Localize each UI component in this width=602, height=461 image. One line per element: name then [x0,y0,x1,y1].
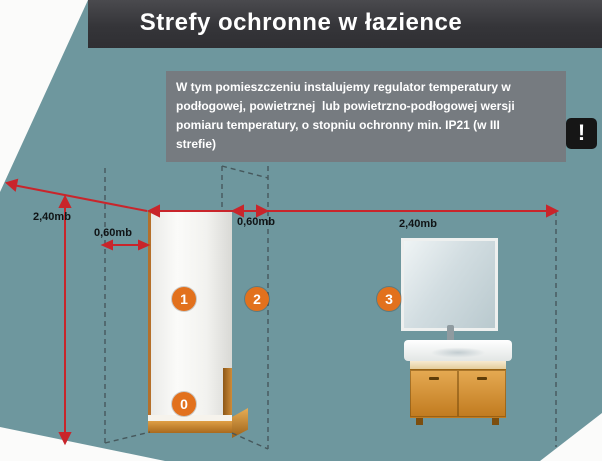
zone2-right-width-label: 0,60mb [237,216,275,228]
info-text-line: W tym pomieszczeniu instalujemy regulato… [176,80,511,94]
washbasin [404,340,512,361]
shower-corner-post [223,368,232,423]
shower-tray-side [232,408,248,438]
arrowhead [230,204,244,218]
arrowhead [58,432,72,446]
vanity-cabinet [410,361,506,418]
zone-boundary-dashed-lines [104,165,557,450]
floor-wedge-bottom-right [540,413,602,461]
floor-wedge-bottom-left [0,427,165,461]
vanity-drawer [410,361,506,370]
shower-tray-rim [148,415,232,421]
info-text-line: podłogowej, powietrznej lub powietrzno-p… [176,99,515,113]
vanity-doors [410,370,506,417]
zone-3-badge: 3 [377,287,401,311]
zone-ceiling-projection [221,165,269,179]
mirror [401,238,498,331]
cabinet-leg [416,418,423,425]
zone3-width-label: 2,40mb [399,218,437,230]
arrowhead [100,239,113,251]
door-handle [429,377,439,380]
zone-2-badge: 2 [245,287,269,311]
zone-1-badge: 1 [172,287,196,311]
ceiling-edge-line [7,183,148,212]
door-handle [477,377,487,380]
wall-corner-wedge-top-left [0,0,88,192]
zone2-left-width-label: 0,60mb [94,227,132,239]
info-text-line: pomiaru temperatury, o stopniu ochronny … [176,118,500,132]
zone-floor-projection-right [231,432,269,450]
vanity-door-left [410,370,458,417]
info-text-line: strefie) [176,137,217,151]
warning-exclamation-icon: ! [566,118,597,149]
zone-0-badge: 0 [172,392,196,416]
info-box: W tym pomieszczeniu instalujemy regulato… [166,71,566,162]
arrowhead [4,178,19,192]
shower-left-trim [148,212,151,433]
faucet [447,325,454,342]
arrowhead [546,204,560,218]
shower-tray [148,421,232,433]
zone-floor-projection-left [104,431,151,444]
cabinet-leg [492,418,499,425]
dimension-lines-red [4,178,560,446]
arrowhead [58,194,72,208]
arrowhead [138,239,151,251]
arrowhead [256,204,270,218]
vanity-door-right [458,370,506,417]
arrowhead [146,204,160,218]
room-height-label: 2,40mb [33,211,71,223]
page-title: Strefy ochronne w łazience [139,9,463,36]
header-bar [88,0,602,48]
